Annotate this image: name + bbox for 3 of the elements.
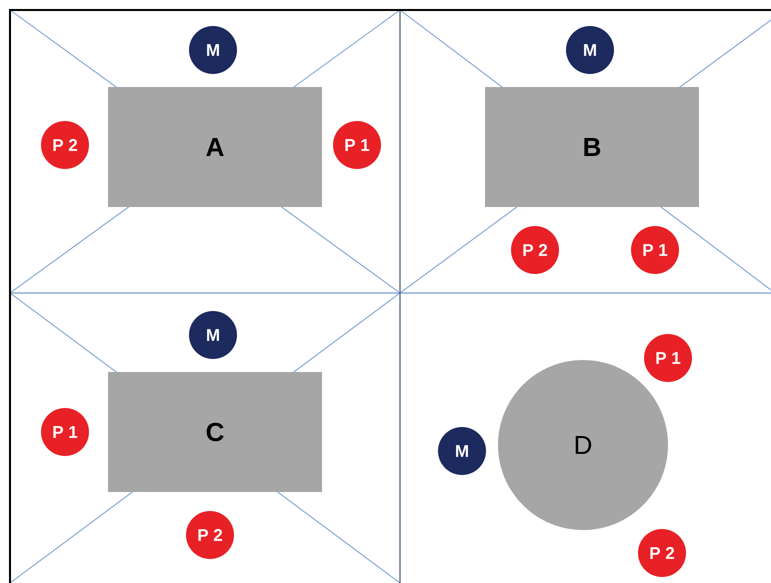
rectangle-block: C	[108, 372, 322, 492]
rectangle-block: A	[108, 87, 322, 207]
rectangle-block: B	[485, 87, 699, 207]
